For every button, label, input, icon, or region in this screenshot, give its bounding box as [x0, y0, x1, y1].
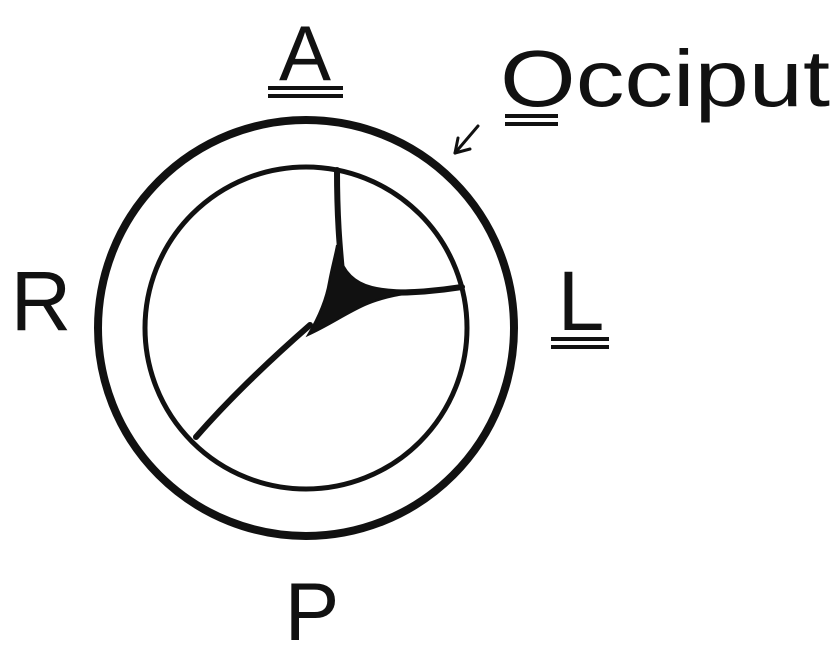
occiput-pointer-arrow: [455, 126, 478, 153]
posterior-fontanelle: [308, 245, 430, 335]
label-anterior: A: [279, 9, 331, 97]
label-posterior: P: [285, 567, 340, 649]
label-left: L: [558, 254, 605, 348]
label-occiput: Occiput: [500, 34, 830, 123]
lambdoid-suture-line-long: [196, 325, 310, 437]
label-right: R: [11, 254, 72, 348]
